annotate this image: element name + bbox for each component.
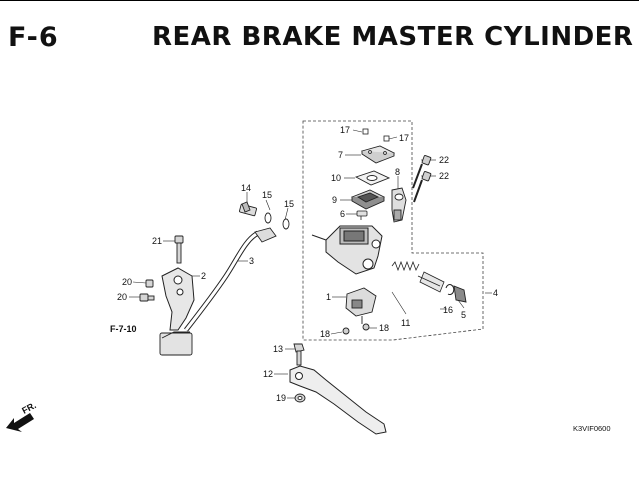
- page-title: REAR BRAKE MASTER CYLINDER: [152, 22, 634, 52]
- diaphragm-9: [350, 189, 386, 210]
- master-cylinder-body: [311, 225, 383, 275]
- callout-16: 16: [443, 305, 453, 315]
- cap-bolts-17: [362, 128, 390, 142]
- callout-6: 6: [340, 209, 345, 219]
- forward-arrow-icon: [6, 413, 34, 432]
- leader-lines: [129, 129, 492, 399]
- callout-10: 10: [331, 173, 341, 183]
- callout-5: 5: [461, 310, 466, 320]
- callout-11: 11: [401, 318, 410, 328]
- spring-piston-set-11: [391, 260, 445, 293]
- pivot-bolt-13: [293, 343, 305, 366]
- cap-plate-10: [354, 170, 391, 186]
- callout-8: 8: [395, 167, 400, 177]
- callout-9: 9: [332, 195, 337, 205]
- callout-labels: 17 17 7 22 22 10 8 9 6 14 15 15 21 2 3 2…: [117, 125, 498, 403]
- rear-brake-switch-1: [345, 287, 377, 324]
- screws-18: [342, 323, 370, 335]
- sealing-washers-15: [264, 212, 290, 230]
- bolt-21: [174, 235, 184, 264]
- callout-19: 19: [276, 393, 286, 403]
- circlip-16: [445, 284, 455, 296]
- top-rule: [0, 0, 639, 1]
- callout-15a: 15: [262, 190, 272, 200]
- callout-7: 7: [338, 150, 343, 160]
- brake-hose-3: [159, 227, 277, 356]
- callout-17b: 17: [399, 133, 409, 143]
- callout-12: 12: [263, 369, 273, 379]
- brake-lever-12: [289, 365, 387, 435]
- callout-14: 14: [241, 183, 251, 193]
- nut-19: [294, 393, 306, 403]
- callout-13: 13: [273, 344, 283, 354]
- reservoir-joint-8: [391, 187, 407, 223]
- callout-4: 4: [493, 288, 498, 298]
- callout-22a: 22: [439, 155, 449, 165]
- section-code: F-6: [8, 22, 59, 53]
- float-plate-6: [356, 210, 368, 220]
- reservoir-cap-7: [360, 145, 396, 164]
- callout-15b: 15: [284, 199, 294, 209]
- callout-21: 21: [152, 236, 162, 246]
- callout-2: 2: [201, 271, 206, 281]
- callout-20a: 20: [122, 277, 132, 287]
- callout-20b: 20: [117, 292, 127, 302]
- callout-18a: 18: [320, 329, 330, 339]
- bolts-20: [139, 279, 155, 302]
- reference-label: F-7-10: [110, 324, 137, 334]
- callout-17a: 17: [340, 125, 350, 135]
- hose-bolt-14: [239, 201, 257, 217]
- hose-clamp-bracket-2: [161, 267, 195, 331]
- direction-label: FR.: [20, 400, 37, 416]
- callout-1: 1: [326, 292, 331, 302]
- assembly-outline: [302, 120, 484, 341]
- boot-5: [453, 285, 467, 303]
- callout-22b: 22: [439, 171, 449, 181]
- diagram-code: K3VIF0600: [573, 424, 611, 433]
- callout-3: 3: [249, 256, 254, 266]
- callout-18b: 18: [379, 323, 389, 333]
- bolts-22: [412, 155, 432, 203]
